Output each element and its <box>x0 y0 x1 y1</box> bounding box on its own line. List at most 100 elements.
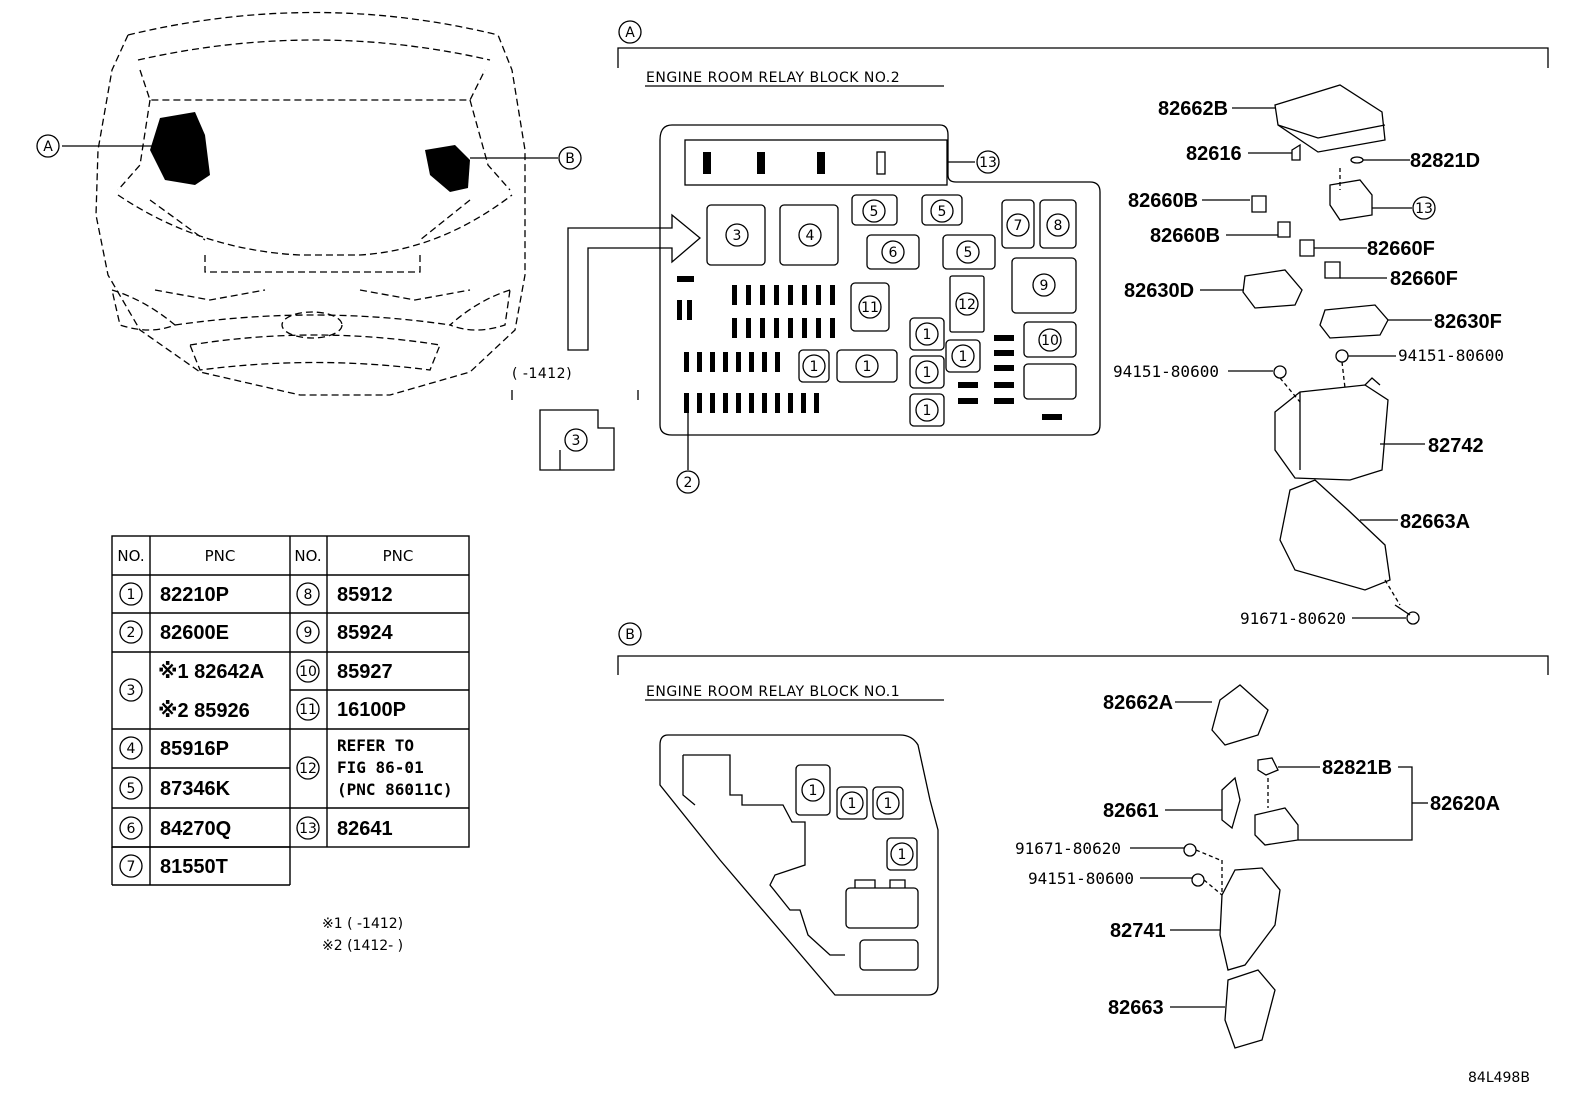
table-no: 13 <box>299 821 317 837</box>
part-82620A: 82620A <box>1430 793 1500 815</box>
box-num-3: 3 <box>733 228 742 244</box>
section-a-marker-label: A <box>625 25 635 41</box>
part-94151-left: 94151-80600 <box>1113 362 1219 381</box>
box-num-5c: 5 <box>964 245 973 261</box>
section-a-title: ENGINE ROOM RELAY BLOCK NO.2 <box>646 70 900 86</box>
part-82663A: 82663A <box>1400 511 1470 533</box>
figure-id: 84L498B <box>1468 1070 1530 1086</box>
part-82661: 82661 <box>1103 800 1159 822</box>
leader-lines-b <box>1130 701 1428 1008</box>
part-91671-a: 91671-80620 <box>1240 609 1346 628</box>
table-no: 7 <box>127 859 136 875</box>
car-front-illustration <box>95 11 526 396</box>
box-num-2: 2 <box>684 475 693 491</box>
box-num-5b: 5 <box>938 204 947 220</box>
part-82616: 82616 <box>1186 143 1242 165</box>
b-box-num-1a: 1 <box>809 783 818 799</box>
table-no: 4 <box>127 741 136 757</box>
section-a-bracket <box>617 47 1549 68</box>
table-no: 3 <box>127 683 136 699</box>
table-pnc: 85924 <box>337 622 393 644</box>
relay-block-a-outline <box>659 124 1101 436</box>
part-82660B-2: 82660B <box>1150 225 1220 247</box>
box-num-1a: 1 <box>810 359 819 375</box>
part-82662A: 82662A <box>1103 692 1173 714</box>
part-callout-13: 13 <box>1415 201 1433 217</box>
table-no: 11 <box>299 702 317 718</box>
table-pnc: 82641 <box>337 818 393 840</box>
part-82660F-1: 82660F <box>1367 238 1435 260</box>
pnc-table-number-circles <box>119 582 320 878</box>
callout-b-label: B <box>565 151 575 167</box>
relay-block-b-outline <box>659 734 939 996</box>
table-pnc-ref: (PNC 86011C) <box>337 780 453 799</box>
part-82821B: 82821B <box>1322 757 1392 779</box>
table-no: 8 <box>304 587 313 603</box>
part-82741: 82741 <box>1110 920 1166 942</box>
table-header-no-left: NO. <box>117 547 144 565</box>
table-no: 10 <box>299 664 317 680</box>
table-pnc: ※1 82642A <box>158 661 264 683</box>
box-num-6: 6 <box>889 245 898 261</box>
table-pnc-ref: FIG 86-01 <box>337 758 424 777</box>
section-b-title: ENGINE ROOM RELAY BLOCK NO.1 <box>646 684 900 700</box>
part-94151-b: 94151-80600 <box>1028 869 1134 888</box>
table-pnc-ref: REFER TO <box>337 736 414 755</box>
table-header-no-right: NO. <box>294 547 321 565</box>
box-num-3-alt: 3 <box>572 433 581 449</box>
part-91671-b: 91671-80620 <box>1015 839 1121 858</box>
b-box-num-1b: 1 <box>848 796 857 812</box>
table-no: 9 <box>304 625 313 641</box>
part-82630D: 82630D <box>1124 280 1194 302</box>
relay-block-a-location <box>150 112 210 185</box>
box-num-10: 10 <box>1041 333 1059 349</box>
table-pnc: 85912 <box>337 584 393 606</box>
box-num-1c: 1 <box>923 327 932 343</box>
box-num-5a: 5 <box>870 204 879 220</box>
box-num-9: 9 <box>1040 278 1049 294</box>
part-94151-right: 94151-80600 <box>1398 346 1504 365</box>
parts-a-illustration <box>1242 84 1420 625</box>
box-num-8: 8 <box>1054 218 1063 234</box>
box-num-7: 7 <box>1014 218 1023 234</box>
section-b-marker <box>618 622 642 646</box>
parts-b-illustration <box>1183 684 1299 1049</box>
section-a-number-circles <box>564 150 1070 494</box>
table-no: 6 <box>127 821 136 837</box>
table-header-pnc-left: PNC <box>205 547 236 565</box>
leader-lines-a <box>1200 107 1432 619</box>
part-82663: 82663 <box>1108 997 1164 1019</box>
b-box-num-1c: 1 <box>884 796 893 812</box>
box-num-12: 12 <box>958 297 976 313</box>
box-num-1d: 1 <box>923 365 932 381</box>
section-b-marker-label: B <box>625 627 635 643</box>
part-82821D: 82821D <box>1410 150 1480 172</box>
part-82662B: 82662B <box>1158 98 1228 120</box>
table-pnc: 87346K <box>160 778 231 800</box>
direction-arrow <box>567 213 702 351</box>
fuse-array <box>677 276 1062 420</box>
table-no: 1 <box>127 587 136 603</box>
table-pnc: 85927 <box>337 661 393 683</box>
box-num-13: 13 <box>979 155 997 171</box>
note-1: ※1 ( -1412) <box>322 916 403 932</box>
table-pnc: 84270Q <box>160 818 231 840</box>
table-pnc: 82210P <box>160 584 229 606</box>
table-header-pnc-right: PNC <box>383 547 414 565</box>
part-82660B-1: 82660B <box>1128 190 1198 212</box>
callout-a-label: A <box>43 139 53 155</box>
table-pnc: ※2 85926 <box>158 700 250 722</box>
table-pnc: 85916P <box>160 738 229 760</box>
section-b-number-circles <box>801 778 914 866</box>
note-2: ※2 (1412- ) <box>322 938 403 954</box>
table-pnc: 16100P <box>337 699 406 721</box>
pnc-table-grid <box>111 535 470 886</box>
section-a-date-range: ( -1412) <box>512 366 572 382</box>
part-82742: 82742 <box>1428 435 1484 457</box>
box-num-11: 11 <box>861 300 879 316</box>
table-no: 2 <box>127 625 136 641</box>
callout-b-circle <box>558 146 582 170</box>
box-num-1b: 1 <box>863 359 872 375</box>
